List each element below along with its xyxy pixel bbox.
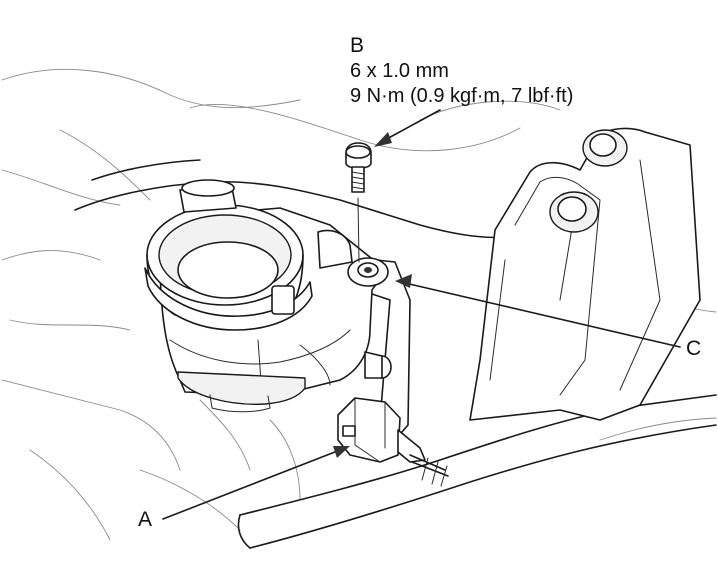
body-panel <box>74 159 717 549</box>
bolt-size-label: 6 x 1.0 mm <box>350 60 449 82</box>
arrow-a-head <box>333 446 350 458</box>
strut-bracket <box>469 127 701 421</box>
throttle-body <box>144 179 411 441</box>
bolt <box>345 142 372 263</box>
leader-lines <box>162 109 681 520</box>
callout-c-label: C <box>686 337 701 360</box>
callout-a-label: A <box>138 508 152 531</box>
connector <box>337 397 449 487</box>
arrow-b-head <box>374 132 392 147</box>
arrow-c-head <box>395 274 412 288</box>
callout-b-label: B <box>350 34 364 57</box>
bolt-torque-label: 9 N·m (0.9 kgf·m, 7 lbf·ft) <box>350 85 573 107</box>
